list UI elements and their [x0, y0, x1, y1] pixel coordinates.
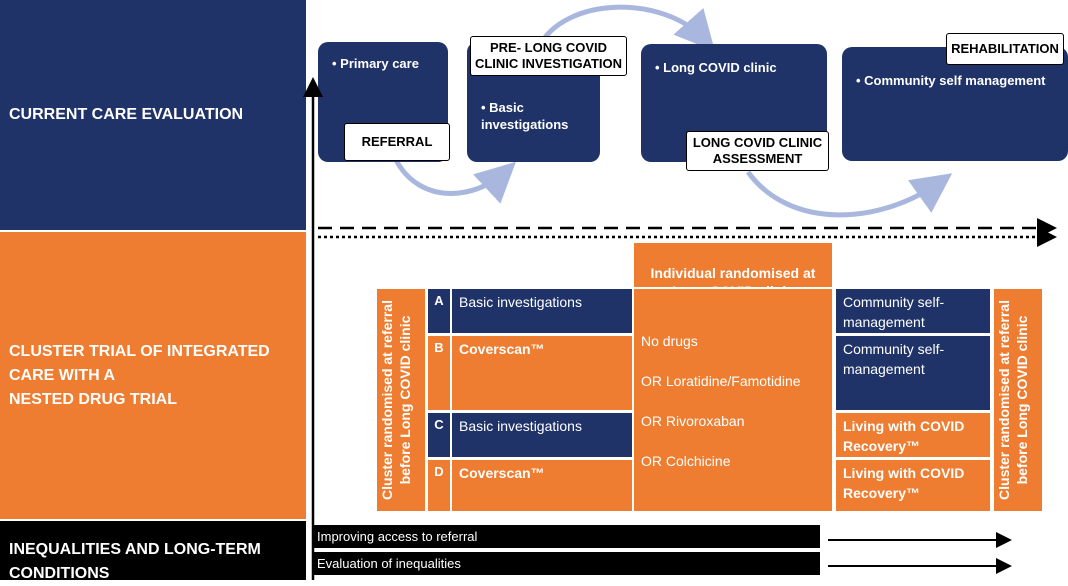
curve-referral-to-pre: [393, 158, 516, 204]
pre-clinic-investigation-text: PRE- LONG COVID CLINIC INVESTIGATION: [474, 40, 623, 71]
arm-letter-a: A: [428, 289, 450, 333]
individual-randomised-box: Individual randomised at Long COVID clin…: [634, 243, 832, 299]
label-clinic-assessment: LONG COVID CLINIC ASSESSMENT: [686, 131, 829, 171]
arm-b-aftercare: Community self- management: [836, 336, 990, 410]
band-current-care-label: CURRENT CARE EVALUATION: [9, 106, 244, 123]
clinic-assessment-text: LONG COVID CLINIC ASSESSMENT: [692, 135, 823, 166]
curve-clinic-to-rehab: [745, 170, 953, 218]
band-inequalities-label: INEQUALITIES AND LONG-TERM CONDITIONS: [9, 541, 261, 582]
arm-b-investigation: Coverscan™: [452, 336, 632, 410]
bar-evaluation-inequalities: Evaluation of inequalities: [312, 552, 820, 575]
band-current-care: CURRENT CARE EVALUATION: [0, 0, 306, 230]
band-cluster-trial: CLUSTER TRIAL OF INTEGRATED CARE WITH A …: [0, 232, 306, 519]
rehabilitation-text: REHABILITATION: [951, 41, 1059, 56]
arm-letter-d: D: [428, 460, 450, 511]
community-management-text: • Community self management: [856, 73, 1046, 88]
referral-text: REFERRAL: [361, 134, 433, 149]
drug-option-loratidine: OR Loratidine/Famotidine: [641, 373, 801, 389]
drug-option-colchicine: OR Colchicine: [641, 453, 731, 469]
label-referral: REFERRAL: [344, 123, 450, 161]
arm-letter-c: C: [428, 413, 450, 457]
band-inequalities: INEQUALITIES AND LONG-TERM CONDITIONS: [0, 521, 306, 582]
cluster-randomised-box-right: Cluster randomised at referral before Lo…: [994, 289, 1042, 511]
drug-options-box: No drugs OR Loratidine/Famotidine OR Riv…: [634, 289, 832, 511]
card-rehabilitation: • Community self management: [842, 47, 1068, 161]
basic-investigations-text: • Basic investigations: [481, 100, 569, 132]
arm-d-aftercare: Living with COVID Recovery™: [836, 460, 990, 511]
arm-c-investigation: Basic investigations: [452, 413, 632, 457]
cluster-randomised-box-left: Cluster randomised at referral before Lo…: [377, 289, 425, 511]
arm-letter-b: B: [428, 336, 450, 410]
label-pre-clinic-investigation: PRE- LONG COVID CLINIC INVESTIGATION: [470, 36, 627, 76]
arm-c-aftercare: Living with COVID Recovery™: [836, 413, 990, 457]
arm-a-investigation: Basic investigations: [452, 289, 632, 333]
arm-a-aftercare: Community self- management: [836, 289, 990, 333]
drug-option-rivoroxaban: OR Rivoroxaban: [641, 413, 745, 429]
drug-option-none: No drugs: [641, 333, 698, 349]
curve-pre-to-clinic: [535, 4, 715, 52]
bar-improving-access: Improving access to referral: [312, 525, 820, 548]
band-cluster-trial-label: CLUSTER TRIAL OF INTEGRATED CARE WITH A …: [9, 342, 270, 408]
primary-care-text: • Primary care: [332, 56, 419, 71]
arm-d-investigation: Coverscan™: [452, 460, 632, 511]
long-covid-clinic-text: • Long COVID clinic: [655, 60, 777, 75]
label-rehabilitation: REHABILITATION: [946, 33, 1064, 65]
